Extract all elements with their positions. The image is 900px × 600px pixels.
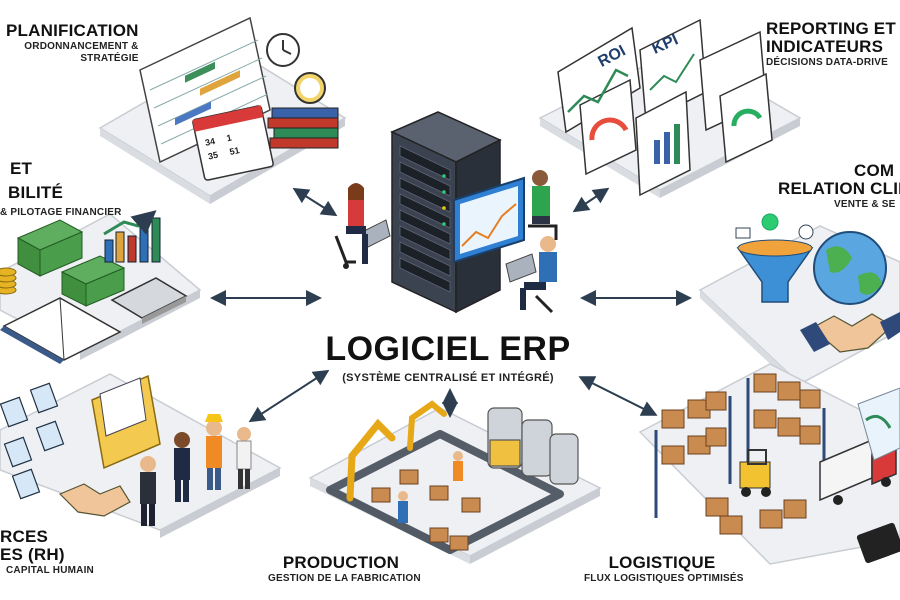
rh-title-2: ES (RH) [0, 544, 65, 564]
crm-subtitle: VENTE & SE [834, 198, 896, 210]
finance-platform [0, 210, 202, 364]
reporting-subtitle: DÉCISIONS DATA-DRIVE [766, 56, 888, 68]
rh-platform [0, 373, 282, 538]
center-subtitle: (SYSTÈME CENTRALISÉ ET INTÉGRÉ) [342, 372, 554, 384]
rh-people [140, 414, 252, 526]
planification-title: PLANIFICATION [6, 21, 139, 40]
logistique-platform [638, 363, 900, 565]
crm-platform [698, 213, 900, 392]
planification-subtitle-1: ORDONNANCEMENT & [24, 40, 139, 52]
production-title: PRODUCTION [282, 553, 400, 572]
reporting-title-2: INDICATEURS [766, 36, 884, 56]
planification-subtitle-2: STRATÉGIE [80, 53, 139, 65]
crm-label: COM RELATION CLIE VENTE & SE [778, 162, 900, 210]
crm-title-1: COM [854, 162, 895, 180]
rh-subtitle: CAPITAL HUMAIN [6, 564, 94, 576]
rh-label: RCES ES (RH) CAPITAL HUMAIN [0, 528, 94, 576]
arrow-planification [292, 187, 338, 217]
finance-title-1: ET [10, 159, 33, 178]
reporting-title-1: REPORTING ET [766, 19, 896, 38]
finance-title-2: BILITÉ [8, 182, 64, 202]
production-label: PRODUCTION GESTION DE LA FABRICATION [268, 553, 421, 584]
logistique-label: LOGISTIQUE FLUX LOGISTIQUES OPTIMISÉS [584, 553, 744, 584]
planification-label: PLANIFICATION ORDONNANCEMENT & STRATÉGIE [6, 22, 139, 65]
production-platform [308, 400, 602, 564]
finance-subtitle: & PILOTAGE FINANCIER [0, 206, 122, 218]
planification-platform [98, 16, 347, 204]
center-title: LOGICIEL ERP [325, 330, 571, 368]
reporting-platform [538, 18, 802, 198]
arrow-rh [248, 369, 330, 423]
arrow-reporting [572, 187, 610, 213]
reporting-label: REPORTING ET INDICATEURS DÉCISIONS DATA-… [766, 20, 896, 68]
logistique-subtitle: FLUX LOGISTIQUES OPTIMISÉS [584, 572, 744, 584]
connector-arrows [210, 187, 692, 423]
arrow-logistique [578, 376, 658, 416]
production-subtitle: GESTION DE LA FABRICATION [268, 572, 421, 584]
central-server [390, 111, 525, 314]
crm-title-2: RELATION CLIE [778, 178, 900, 198]
finance-label: ET BILITÉ & PILOTAGE FINANCIER [0, 160, 122, 218]
rh-title-1: RCES [0, 527, 49, 546]
logistique-title: LOGISTIQUE [608, 553, 716, 572]
central-users [334, 170, 558, 314]
